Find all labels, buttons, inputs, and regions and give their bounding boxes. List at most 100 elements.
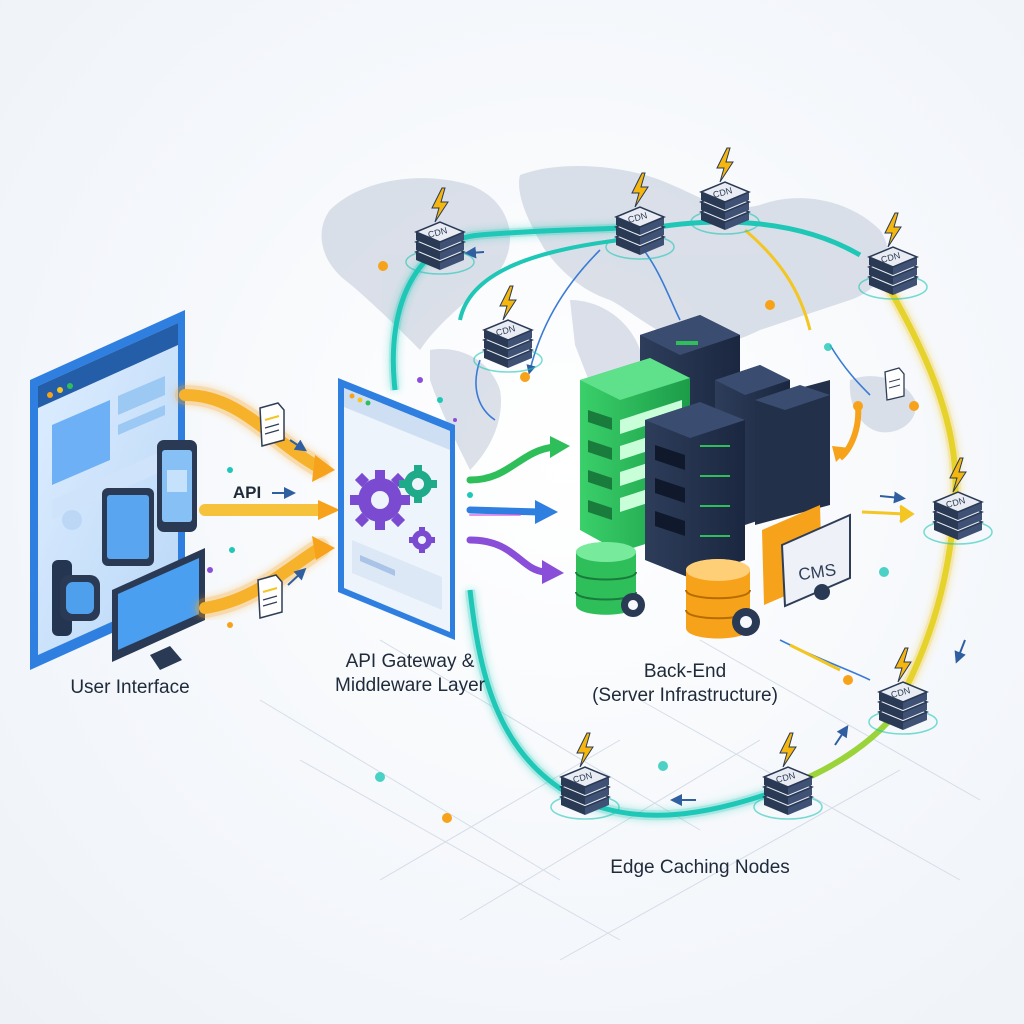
- cdn-node-label: CDN: [627, 210, 648, 225]
- gear-icon: [399, 465, 437, 503]
- lightning-icon: [631, 172, 649, 208]
- cdn-server-side: [616, 237, 640, 255]
- cdn-node: CDN: [923, 457, 993, 545]
- cdn-node-label: CDN: [890, 685, 911, 700]
- cdn-server-top: [559, 766, 611, 788]
- backend-label: Back-End (Server Infrastructure): [570, 660, 800, 708]
- cdn-server-side: [725, 192, 749, 210]
- cdn-server-side: [788, 777, 812, 795]
- cdn-server-side: [701, 212, 725, 230]
- document-icon: [257, 567, 307, 619]
- cdn-server-side: [958, 502, 982, 520]
- cdn-server-side: [869, 267, 893, 285]
- cdn-server-side: [764, 797, 788, 815]
- lightning-icon: [716, 147, 734, 183]
- cdn-server-top: [699, 181, 751, 203]
- lightning-icon: [949, 457, 967, 493]
- backend-label-line1: Back-End: [643, 661, 727, 682]
- cdn-server-side: [484, 330, 508, 348]
- cdn-server-top: [867, 246, 919, 268]
- sync-arrow: [837, 404, 862, 461]
- arrow-indicator: [464, 246, 485, 259]
- cdn-server-side: [958, 522, 982, 540]
- network-dots: [207, 261, 919, 823]
- cdn-node-label: CDN: [945, 495, 966, 510]
- cdn-server-side: [640, 237, 664, 255]
- cdn-server-side: [616, 217, 640, 235]
- monitor-icon: [112, 548, 205, 670]
- user-interface-group: [30, 310, 205, 670]
- lightning-icon: [499, 285, 517, 321]
- cdn-server-side: [561, 787, 585, 805]
- cdn-server-side: [879, 702, 903, 720]
- gateway-label: API Gateway & Middleware Layer: [310, 650, 510, 698]
- document-icon: [259, 402, 307, 452]
- cdn-server-side: [869, 257, 893, 275]
- tablet-icon: [102, 488, 154, 566]
- gear-icon: [621, 593, 645, 617]
- cdn-server-side: [893, 277, 917, 295]
- cdn-server-side: [561, 777, 585, 795]
- cdn-node-label: CDN: [495, 323, 516, 338]
- document-icon: [884, 367, 905, 401]
- cdn-server-side: [958, 512, 982, 530]
- cdn-server-side: [616, 227, 640, 245]
- cdn-server-side: [903, 712, 927, 730]
- cdn-server-side: [640, 217, 664, 235]
- cdn-node: CDN: [405, 187, 475, 275]
- cdn-node: CDN: [868, 647, 938, 735]
- cdn-server-side: [788, 787, 812, 805]
- gear-icon: [409, 527, 435, 553]
- cdn-server-side: [484, 350, 508, 368]
- cdn-node: CDN: [473, 285, 543, 373]
- lightning-icon: [894, 647, 912, 683]
- cdn-server-top: [762, 766, 814, 788]
- cdn-server-side: [701, 202, 725, 220]
- lightning-icon: [576, 732, 594, 768]
- lightning-icon: [431, 187, 449, 223]
- backend-label-line2: (Server Infrastructure): [592, 684, 778, 706]
- gateway-label-line2: Middleware Layer: [335, 674, 485, 696]
- api-label: API: [232, 483, 262, 502]
- cdn-server-side: [508, 340, 532, 358]
- cdn-server-top: [932, 491, 984, 513]
- cdn-server-side: [585, 777, 609, 795]
- cdn-server-side: [561, 797, 585, 815]
- cdn-server-side: [934, 512, 958, 530]
- cdn-node: CDN: [858, 212, 928, 300]
- gateway-label-line1: API Gateway &: [345, 651, 475, 672]
- cdn-server-side: [484, 340, 508, 358]
- lightning-icon: [779, 732, 797, 768]
- cdn-server-side: [934, 522, 958, 540]
- cdn-server-side: [879, 712, 903, 730]
- cdn-node: CDN: [753, 732, 823, 820]
- cdn-node: CDN: [690, 147, 760, 235]
- gear-icon: [350, 470, 410, 530]
- cdn-server-side: [701, 192, 725, 210]
- network-connectors: [475, 244, 871, 681]
- cdn-server-top: [877, 681, 929, 703]
- cdn-server-side: [903, 702, 927, 720]
- server-rack-icon: [580, 315, 830, 578]
- cdn-server-side: [440, 232, 464, 250]
- cdn-server-side: [640, 227, 664, 245]
- cdn-server-side: [764, 777, 788, 795]
- database-icon: [575, 542, 637, 615]
- cdn-server-side: [508, 350, 532, 368]
- arrow-indicator: [834, 725, 849, 746]
- edge-caching-label: Edge Caching Nodes: [610, 857, 790, 878]
- cdn-server-top: [414, 221, 466, 243]
- cdn-server-side: [440, 252, 464, 270]
- cdn-node-layer: CDN CDN CDN CDN CDN CDN CDN CDN CDN: [405, 147, 993, 820]
- cdn-server-top: [614, 206, 666, 228]
- smartphone-icon: [157, 440, 197, 532]
- cdn-server-side: [869, 277, 893, 295]
- cdn-server-side: [416, 252, 440, 270]
- cdn-server-side: [585, 797, 609, 815]
- gear-icon: [732, 608, 760, 636]
- cdn-server-side: [934, 502, 958, 520]
- cdn-node: CDN: [550, 732, 620, 820]
- cdn-node-label: CDN: [572, 770, 593, 785]
- sync-arrow-head: [832, 446, 850, 462]
